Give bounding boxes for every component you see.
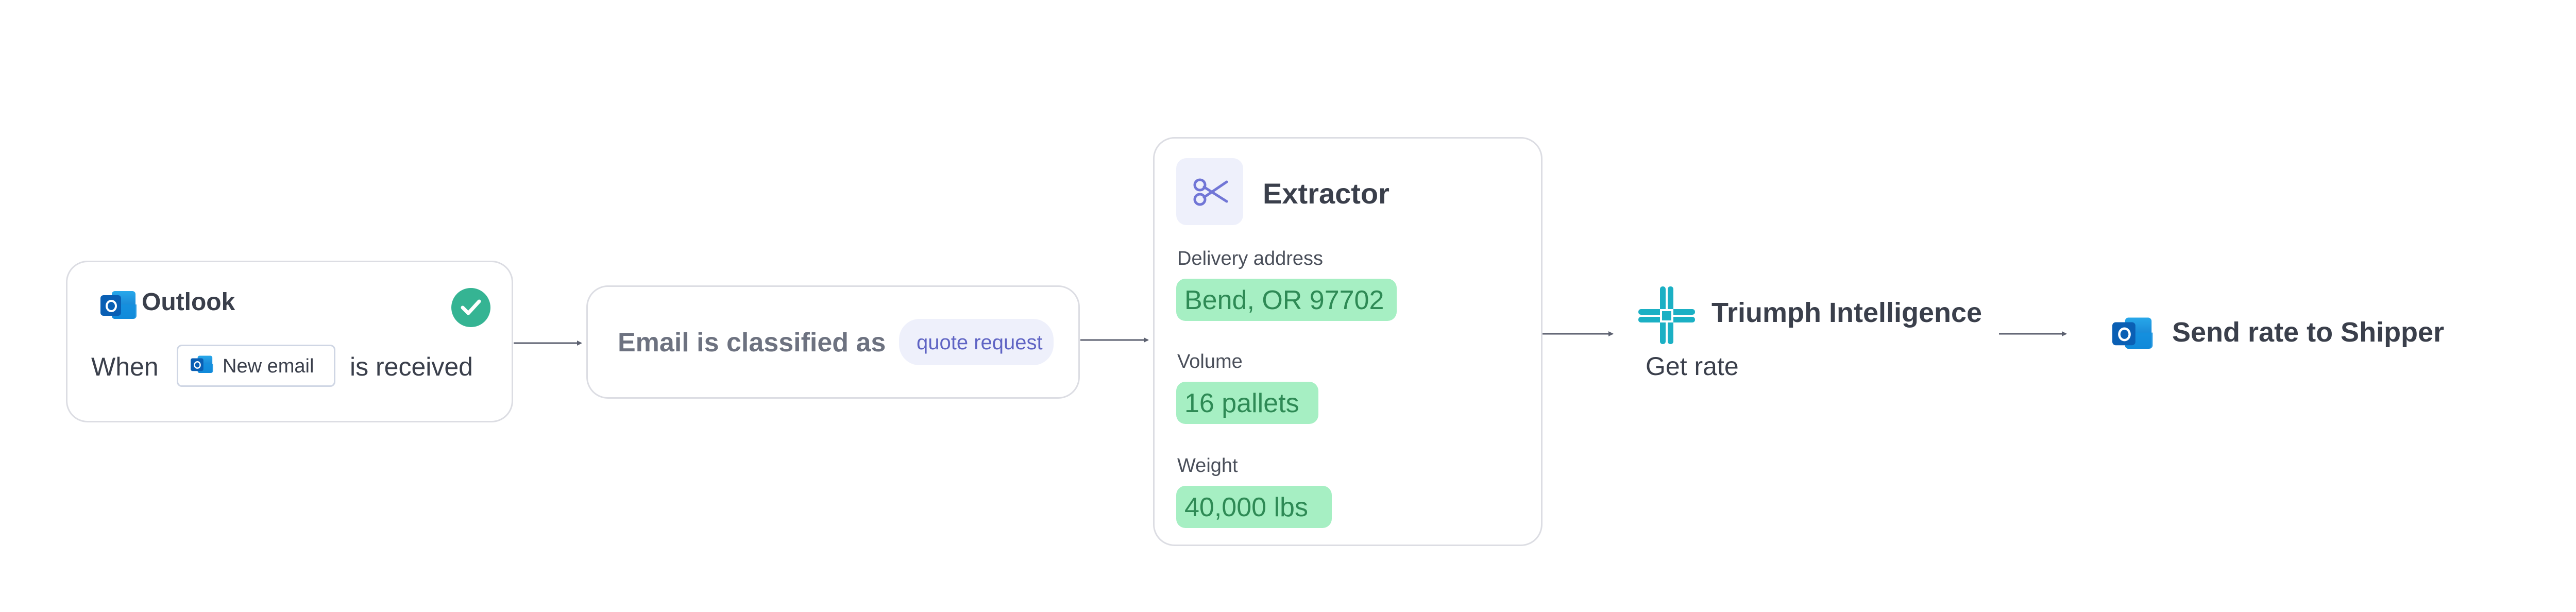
rating-node[interactable]: Triumph Intelligence Get rate bbox=[1638, 286, 1999, 389]
new-email-label: New email bbox=[223, 355, 314, 377]
rating-app-name: Triumph Intelligence bbox=[1711, 297, 1982, 328]
classifier-node[interactable]: Email is classified as quote request bbox=[586, 285, 1080, 399]
field-value-delivery-address-text: Bend, OR 97702 bbox=[1184, 285, 1384, 315]
classifier-label: Email is classified as bbox=[618, 328, 886, 358]
classification-value: quote request bbox=[917, 331, 1043, 354]
rating-action-label: Get rate bbox=[1646, 352, 1739, 381]
classification-pill[interactable]: quote request bbox=[899, 319, 1054, 365]
field-value-weight: 40,000 lbs bbox=[1176, 486, 1332, 528]
trigger-node[interactable]: Outlook When New email is received bbox=[66, 261, 513, 422]
send-label: Send rate to Shipper bbox=[2172, 317, 2445, 348]
trigger-suffix: is received bbox=[350, 352, 473, 381]
field-value-delivery-address: Bend, OR 97702 bbox=[1176, 279, 1397, 321]
send-node[interactable]: Send rate to Shipper bbox=[2112, 312, 2473, 353]
outlook-icon bbox=[2112, 315, 2153, 351]
field-value-volume: 16 pallets bbox=[1176, 382, 1318, 424]
trigger-app-name: Outlook bbox=[142, 288, 235, 316]
status-check-icon bbox=[451, 288, 490, 327]
triumph-logo-icon bbox=[1638, 286, 1695, 344]
extractor-title: Extractor bbox=[1263, 177, 1389, 210]
field-value-weight-text: 40,000 lbs bbox=[1184, 492, 1308, 522]
extractor-node[interactable]: Extractor Delivery address Bend, OR 9770… bbox=[1153, 137, 1543, 546]
field-label-volume: Volume bbox=[1177, 351, 1243, 372]
outlook-icon bbox=[191, 354, 213, 374]
new-email-chip[interactable]: New email bbox=[177, 345, 335, 387]
outlook-icon bbox=[100, 289, 137, 321]
field-label-weight: Weight bbox=[1177, 455, 1238, 477]
scissors-icon bbox=[1176, 158, 1243, 225]
field-label-delivery-address: Delivery address bbox=[1177, 248, 1323, 269]
field-value-volume-text: 16 pallets bbox=[1184, 388, 1299, 418]
trigger-when-label: When bbox=[91, 352, 159, 381]
